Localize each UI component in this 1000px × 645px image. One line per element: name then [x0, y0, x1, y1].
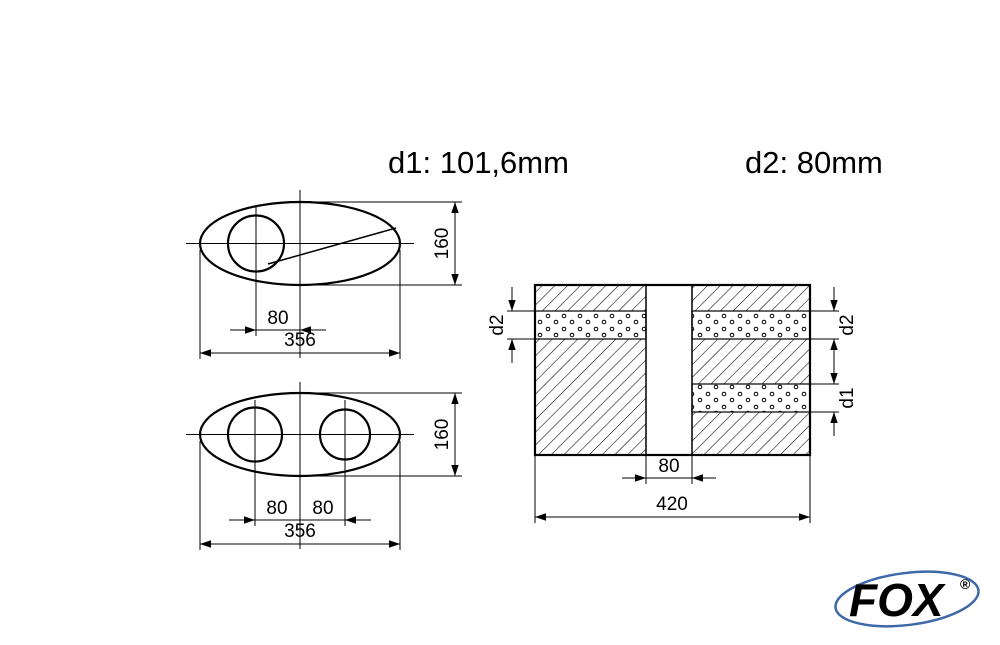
d2-right-value: d2 — [837, 314, 858, 335]
dim-hole-offset: 80 — [230, 308, 326, 334]
outlet-hole-right — [318, 408, 372, 461]
dim-d2-left: d2 — [487, 287, 534, 363]
hole-offset-right-value: 80 — [312, 498, 333, 519]
logo-registered-mark: ® — [960, 576, 971, 592]
muffler-body-outline — [533, 283, 812, 457]
logo-swoosh — [834, 570, 980, 628]
end-view-double-hole: 160 80 80 356 — [186, 382, 462, 550]
dim-d2-right: d2 — [811, 287, 858, 363]
dim-d1-right: d1 — [811, 360, 858, 436]
logo-brand-text: FOX — [849, 574, 946, 626]
internal-pipe-line — [267, 227, 397, 265]
section-view: d2 d2 d1 80 420 — [487, 283, 858, 523]
d2-left-value: d2 — [487, 314, 508, 335]
dim-pipe-gap: 80 — [622, 456, 716, 484]
inlet-hole-left — [226, 406, 284, 463]
dim-hole-offsets: 80 80 — [229, 498, 371, 524]
shell-height-value: 160 — [432, 419, 453, 451]
shell-height-value: 160 — [432, 228, 453, 260]
inlet-hole — [226, 214, 286, 273]
pipe-gap-area — [646, 285, 692, 455]
pipe-gap-value: 80 — [658, 456, 679, 477]
shell-width-value: 356 — [284, 521, 316, 542]
perforated-pipe-top-left — [534, 310, 647, 340]
body-length-value: 420 — [656, 494, 688, 515]
perforated-pipe-top-right — [691, 310, 811, 340]
hole-offset-value: 80 — [267, 308, 288, 329]
dim-body-length: 420 — [534, 456, 811, 523]
dim-shell-width: 356 — [199, 441, 401, 550]
end-view-single-hole: 160 80 356 — [186, 190, 462, 359]
d2-spec-label: d2: 80mm — [745, 145, 883, 180]
dim-shell-width: 356 — [199, 250, 401, 359]
hole-offset-left-value: 80 — [266, 498, 287, 519]
dim-shell-height: 160 — [305, 201, 462, 286]
fox-logo: FOX ® — [834, 570, 980, 628]
d1-spec-label: d1: 101,6mm — [388, 145, 569, 180]
dim-shell-height: 160 — [305, 392, 462, 477]
shell-width-value: 356 — [284, 330, 316, 351]
d1-right-value: d1 — [837, 387, 858, 408]
perforated-pipe-bottom-right — [691, 383, 811, 413]
